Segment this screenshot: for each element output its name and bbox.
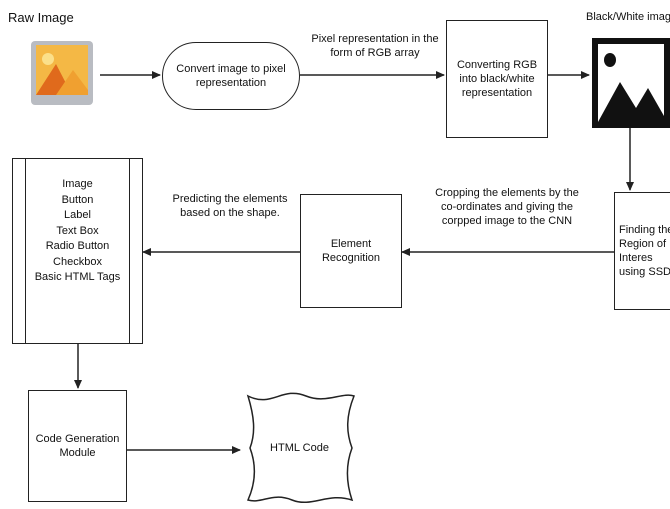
- region-of-interest-node: Finding the Region of Interes using SSD: [614, 192, 670, 310]
- list-item: Checkbox: [53, 255, 102, 268]
- raw-image-label: Raw Image: [8, 10, 74, 25]
- html-code-node: HTML Code: [242, 392, 357, 504]
- cropping-edge-label: Cropping the elements by the co-ordinate…: [435, 187, 579, 227]
- elements-list-items: Image Button Label Text Box Radio Button…: [27, 177, 128, 286]
- bw-image-label: Black/White imag: [586, 11, 670, 23]
- code-generation-node: Code Generation Module: [28, 390, 127, 502]
- html-code-label: HTML Code: [270, 442, 329, 454]
- list-item: Basic HTML Tags: [34, 271, 121, 283]
- elements-list-node: Image Button Label Text Box Radio Button…: [12, 158, 143, 344]
- color-image-icon: [30, 40, 94, 106]
- list-item: Radio Button: [45, 240, 110, 252]
- black-white-image-icon: [592, 38, 670, 128]
- rgb-to-bw-node: Converting RGB into black/white represen…: [446, 20, 548, 138]
- elements-list-left-bar: [25, 159, 26, 343]
- predicting-edge-label: Predicting the elements based on the sha…: [172, 193, 288, 219]
- element-recognition-node: Element Recognition: [300, 194, 402, 308]
- list-item: Text Box: [56, 224, 99, 237]
- list-item: Label: [64, 209, 91, 221]
- list-item: Image: [62, 178, 93, 190]
- pixel-representation-edge-label: Pixel representation in the form of RGB …: [311, 33, 439, 59]
- convert-to-pixel-node: Convert image to pixel representation: [162, 42, 300, 110]
- elements-list-right-bar: [129, 159, 130, 343]
- list-item: Button: [61, 193, 94, 206]
